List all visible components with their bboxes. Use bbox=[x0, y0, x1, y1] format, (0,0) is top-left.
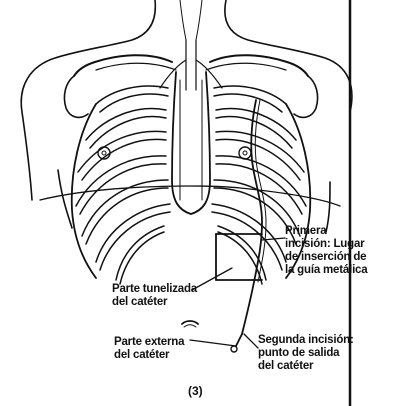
first-incision-line-1: Primera bbox=[285, 225, 367, 238]
label-second-incision: Segunda incisión: punto de salida del ca… bbox=[258, 334, 354, 373]
second-incision-line-2: punto de salida bbox=[258, 347, 354, 360]
chest-markers bbox=[98, 147, 251, 159]
label-tunneled-part: Parte tunelizada del catéter bbox=[112, 283, 197, 309]
external-part-line-1: Parte externa bbox=[114, 336, 184, 349]
first-incision-line-3: de inserción de bbox=[285, 251, 367, 264]
label-external-part: Parte externa del catéter bbox=[114, 336, 184, 362]
first-incision-line-2: incisión: Lugar bbox=[285, 238, 367, 251]
shoulder-joints bbox=[64, 76, 317, 117]
sternum bbox=[172, 72, 210, 214]
label-first-incision: Primera incisión: Lugar de inserción de … bbox=[285, 225, 367, 277]
clavicles bbox=[74, 55, 308, 76]
figure-number: (3) bbox=[188, 384, 203, 398]
great-vessels bbox=[160, 0, 222, 90]
second-incision-line-3: del catéter bbox=[258, 360, 354, 373]
first-incision-line-4: la guía metálica bbox=[285, 264, 367, 277]
tunneled-part-line-2: del catéter bbox=[112, 296, 197, 309]
second-incision-line-1: Segunda incisión: bbox=[258, 334, 354, 347]
tunneled-part-line-1: Parte tunelizada bbox=[112, 283, 197, 296]
external-part-line-2: del catéter bbox=[114, 349, 184, 362]
leader-lines bbox=[190, 238, 285, 348]
